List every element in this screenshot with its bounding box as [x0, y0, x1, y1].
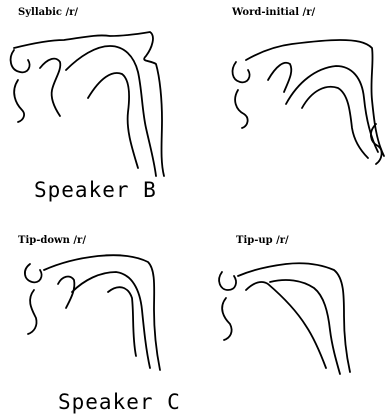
speaker-c-label: Speaker C [58, 392, 181, 413]
